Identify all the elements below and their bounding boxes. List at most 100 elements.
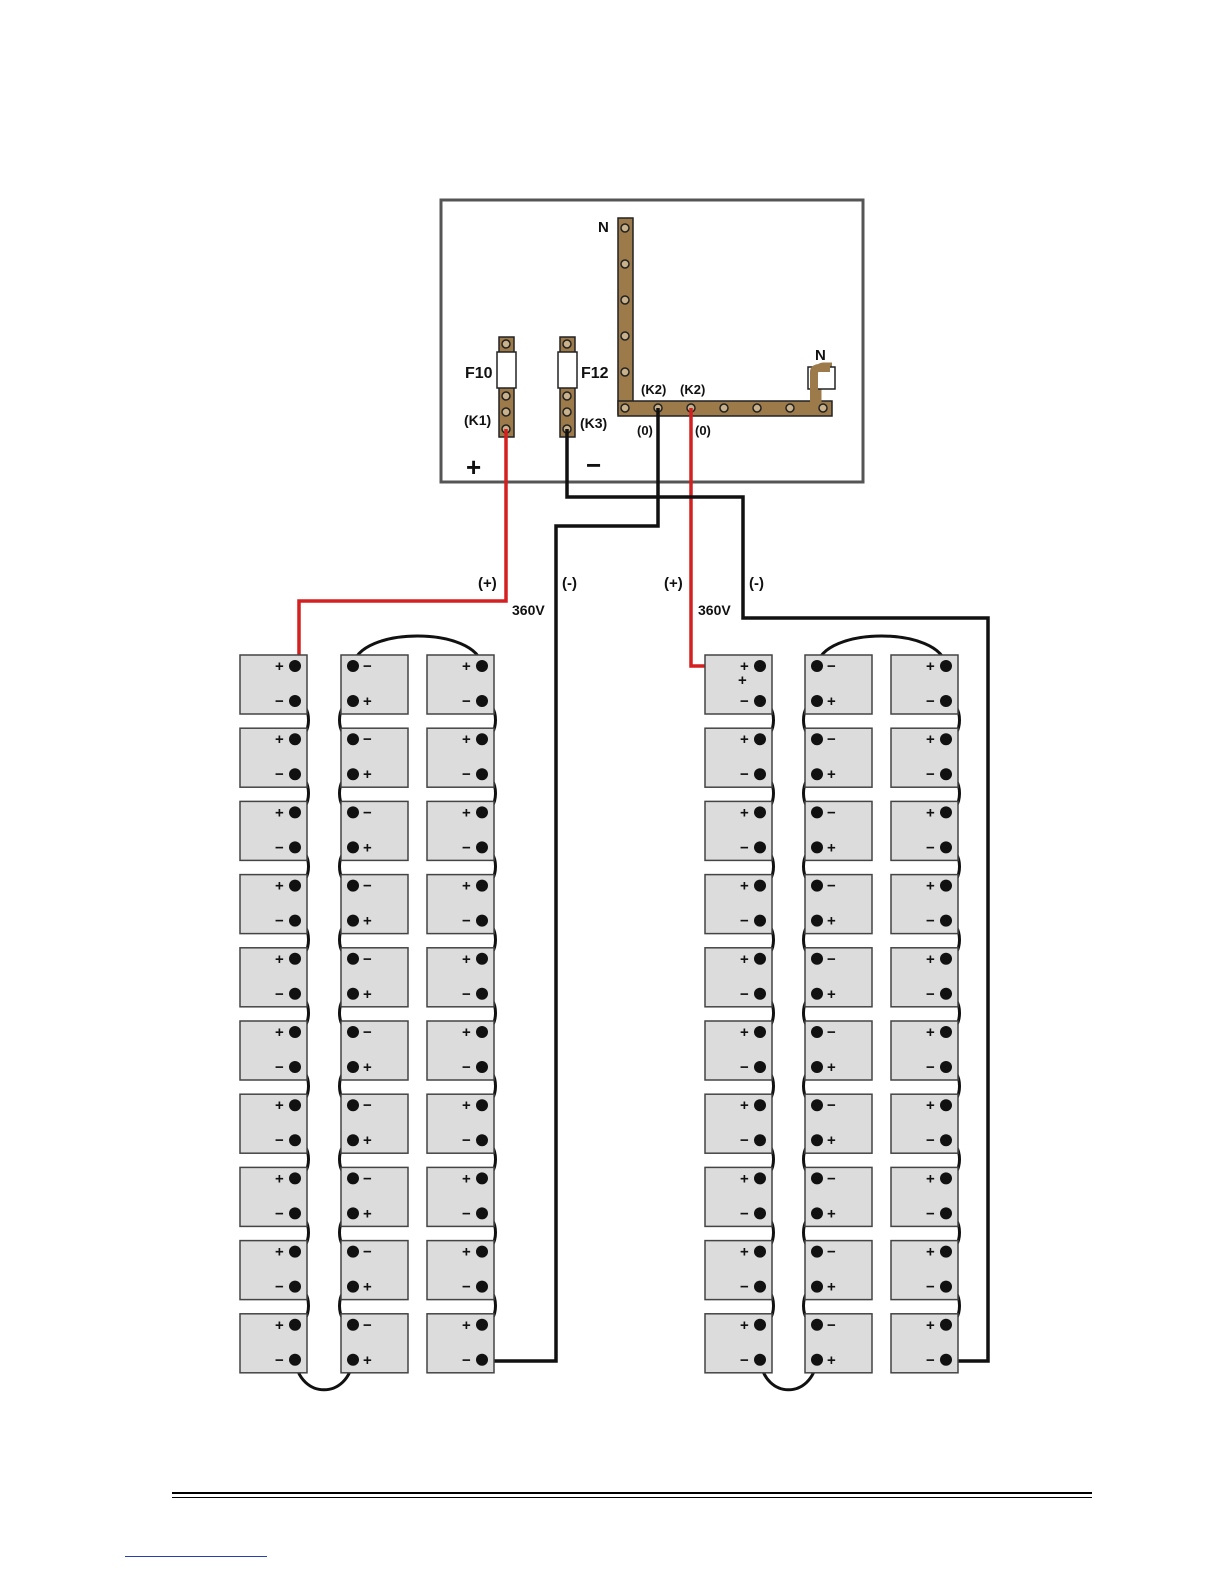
battery-cell: +− xyxy=(239,1239,308,1301)
battery-cell: +− xyxy=(704,947,773,1008)
terminal-polarity-mark: − xyxy=(740,766,749,783)
terminal-polarity-mark: + xyxy=(827,1205,836,1222)
battery-terminal xyxy=(347,1061,359,1073)
battery-terminal xyxy=(811,841,823,854)
battery-string-left: +−+−+−+−+−+−+−+−+−+−−+−+−+−+−+−+−+−+−+−+… xyxy=(239,634,497,1392)
terminal-polarity-mark: − xyxy=(275,1205,284,1222)
terminal-polarity-mark: − xyxy=(827,951,836,968)
footer-link-underline xyxy=(125,1556,267,1557)
terminal-polarity-mark: + xyxy=(275,658,284,675)
left-positive-wire xyxy=(297,429,508,666)
battery-terminal xyxy=(347,1134,359,1147)
battery-terminal xyxy=(289,914,301,927)
battery-cell: −+ xyxy=(340,1239,409,1301)
fuse-f10-label: F10 xyxy=(465,365,493,382)
battery-terminal xyxy=(347,695,359,707)
battery-terminal xyxy=(347,1318,359,1331)
battery-cell: +− xyxy=(704,800,773,862)
battery-cell: +− xyxy=(239,1093,308,1154)
terminal-polarity-mark: − xyxy=(462,986,471,1003)
terminal-polarity-mark: − xyxy=(275,1132,284,1149)
top-column-link xyxy=(815,634,948,667)
battery-terminal xyxy=(940,1061,952,1073)
terminal-polarity-mark: − xyxy=(740,839,749,856)
terminal-polarity-mark: + xyxy=(462,951,471,968)
terminal-polarity-mark: − xyxy=(363,1097,372,1114)
battery-terminal xyxy=(754,806,766,819)
battery-terminal xyxy=(476,841,488,854)
terminal-polarity-mark: + xyxy=(275,804,284,821)
fuse-f12-label: F12 xyxy=(581,365,609,382)
battery-terminal xyxy=(811,1318,823,1331)
battery-terminal xyxy=(347,1207,359,1220)
battery-terminal xyxy=(811,806,823,819)
terminal-polarity-mark: − xyxy=(926,1059,935,1076)
battery-terminal xyxy=(347,1026,359,1038)
battery-cell: +− xyxy=(890,727,959,788)
left-negative-wire xyxy=(482,408,660,1363)
battery-terminal xyxy=(289,768,301,781)
terminal-polarity-mark: − xyxy=(740,1059,749,1076)
battery-terminal xyxy=(754,733,766,746)
battery-terminal xyxy=(940,733,952,746)
terminal-polarity-mark: + xyxy=(275,1170,284,1187)
terminal-polarity-mark: + xyxy=(926,731,935,748)
battery-terminal xyxy=(476,1061,488,1073)
battery-terminal xyxy=(811,733,823,746)
terminal-polarity-mark: + xyxy=(462,731,471,748)
battery-terminal xyxy=(347,660,359,672)
battery-terminal xyxy=(347,841,359,854)
cabinet-negative-sign: − xyxy=(586,450,601,480)
terminal-polarity-mark: − xyxy=(275,693,284,710)
battery-terminal xyxy=(347,1280,359,1293)
terminal-polarity-mark: − xyxy=(363,878,372,895)
battery-terminal xyxy=(289,1318,301,1331)
battery-cell: −+ xyxy=(340,1166,409,1228)
battery-terminal xyxy=(289,987,301,1000)
terminal-polarity-mark: − xyxy=(363,1170,372,1187)
battery-terminal xyxy=(289,879,301,892)
terminal-polarity-mark: − xyxy=(926,1205,935,1222)
battery-terminal xyxy=(289,952,301,965)
terminal-polarity-mark: + xyxy=(275,1317,284,1334)
terminal-polarity-mark: − xyxy=(827,658,836,675)
battery-cell: −+ xyxy=(804,727,873,788)
terminal-polarity-mark: + xyxy=(926,658,935,675)
battery-string-right: +−++−+−+−+−+−+−+−+−+−−+−+−+−+−+−+−+−+−+−… xyxy=(704,634,961,1392)
terminal-polarity-mark: − xyxy=(275,839,284,856)
left-voltage-label: 360V xyxy=(512,602,545,618)
terminal-polarity-mark: − xyxy=(363,1024,372,1041)
battery-terminal xyxy=(289,1207,301,1220)
battery-terminal xyxy=(754,1026,766,1038)
battery-terminal xyxy=(940,1353,952,1366)
battery-terminal xyxy=(754,1245,766,1258)
terminal-polarity-mark: + xyxy=(363,913,372,930)
battery-terminal xyxy=(940,1099,952,1112)
battery-cell: −+ xyxy=(340,800,409,862)
terminal-polarity-mark: − xyxy=(827,804,836,821)
battery-terminal xyxy=(940,1026,952,1038)
battery-cell: −+ xyxy=(804,800,873,862)
terminal-polarity-mark: − xyxy=(827,1024,836,1041)
battery-terminal xyxy=(347,952,359,965)
terminal-polarity-mark: + xyxy=(827,913,836,930)
battery-terminal xyxy=(940,660,952,672)
terminal-polarity-mark: − xyxy=(363,951,372,968)
battery-terminal xyxy=(289,1245,301,1258)
battery-cell: −+ xyxy=(804,873,873,935)
footer-rule-top xyxy=(172,1492,1092,1494)
battery-terminal xyxy=(476,660,488,672)
battery-cell: +− xyxy=(890,1093,959,1154)
battery-terminal xyxy=(347,987,359,1000)
battery-terminal xyxy=(754,768,766,781)
right-negative-wire xyxy=(565,429,990,1363)
terminal-polarity-mark: − xyxy=(926,1132,935,1149)
battery-terminal xyxy=(289,1172,301,1185)
battery-terminal xyxy=(289,1026,301,1038)
terminal-polarity-mark: + xyxy=(827,1059,836,1076)
battery-terminal xyxy=(347,733,359,746)
battery-terminal xyxy=(940,1280,952,1293)
terminal-polarity-mark: − xyxy=(363,1244,372,1261)
terminal-polarity-mark: − xyxy=(926,1279,935,1296)
battery-terminal xyxy=(754,1061,766,1073)
